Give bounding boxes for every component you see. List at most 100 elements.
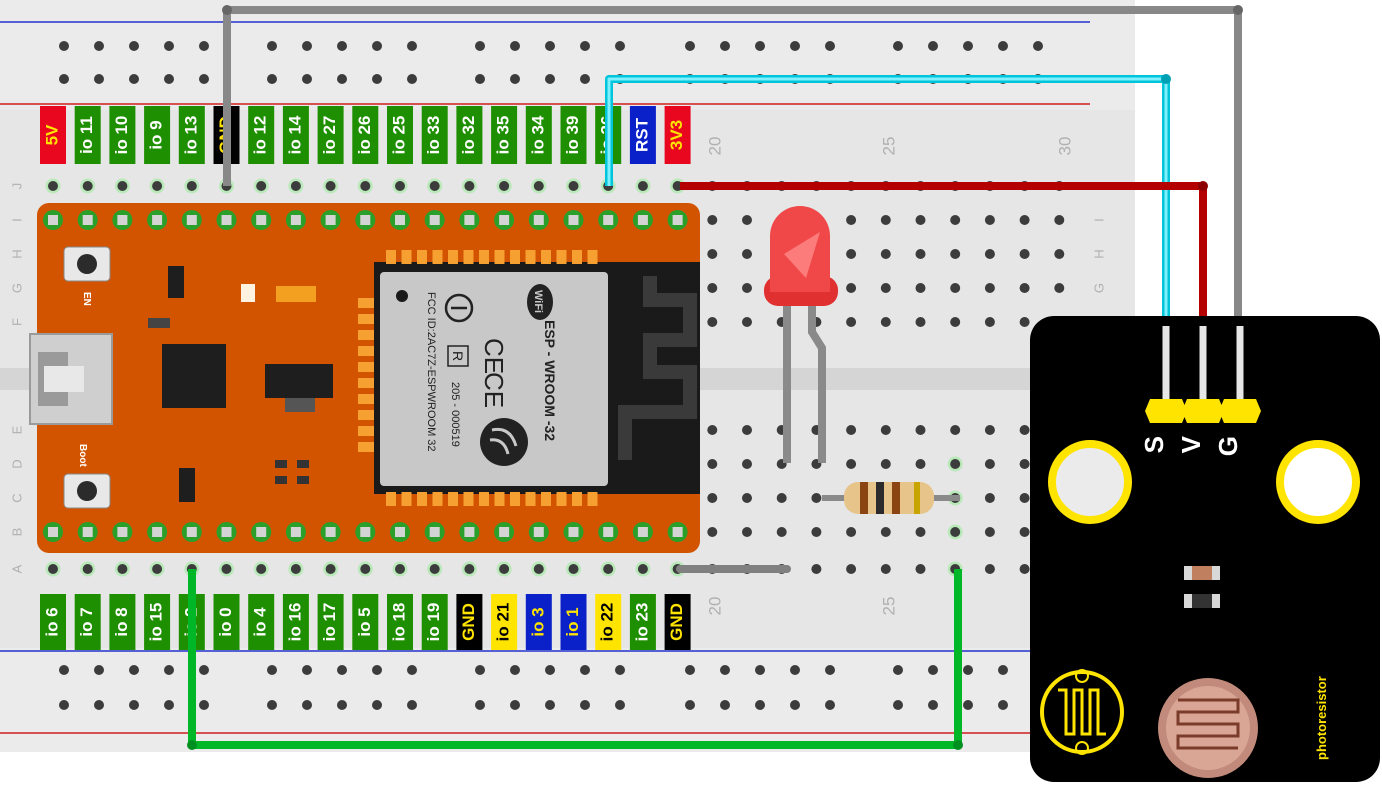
breadboard-hole bbox=[1019, 564, 1030, 574]
breadboard-hole bbox=[880, 317, 891, 327]
header-pin-core bbox=[117, 215, 128, 225]
breadboard-hole bbox=[325, 564, 336, 574]
breadboard-bottom-rail bbox=[0, 648, 1135, 752]
rail-hole bbox=[720, 665, 730, 675]
rail-hole bbox=[545, 700, 555, 710]
pin-label: io 4 bbox=[251, 607, 270, 637]
smd-component-3 bbox=[297, 460, 309, 468]
breadboard-hole bbox=[707, 459, 718, 469]
fcc-logo bbox=[444, 293, 474, 323]
wifi-logo-badge bbox=[527, 284, 553, 320]
en-button[interactable] bbox=[63, 246, 111, 282]
pin-label: io 10 bbox=[112, 116, 131, 155]
wroom-module-pads bbox=[358, 250, 598, 506]
breadboard-hole bbox=[915, 425, 926, 435]
rail-hole bbox=[199, 700, 209, 710]
rail-hole bbox=[790, 41, 800, 51]
breadboard-hole bbox=[117, 564, 128, 574]
rail-hole bbox=[475, 74, 485, 84]
row-letter: J bbox=[9, 183, 24, 190]
smd-resistor-black-end-r bbox=[1212, 594, 1220, 608]
rail-hole bbox=[580, 665, 590, 675]
breadboard-hole bbox=[880, 249, 891, 259]
ldr-component-trace bbox=[1176, 698, 1240, 750]
ldr-silkscreen-zigzag bbox=[1058, 688, 1106, 736]
rail-hole bbox=[580, 700, 590, 710]
regulator-tab bbox=[285, 398, 315, 412]
wire-end-red-corner bbox=[1198, 181, 1208, 191]
wire-gnd-green[interactable] bbox=[188, 569, 962, 749]
rail-hole bbox=[372, 665, 382, 675]
pin-label: io 23 bbox=[632, 603, 651, 642]
sensor-name-label: photoresistor bbox=[1314, 676, 1329, 760]
module-pad bbox=[448, 250, 458, 264]
ldr-silkscreen-ring bbox=[1040, 670, 1124, 754]
row-letter: I bbox=[9, 218, 24, 222]
rail-hole bbox=[963, 665, 973, 675]
rail-hole bbox=[337, 700, 347, 710]
pin-label: io 16 bbox=[285, 603, 304, 642]
wire-end-green-right bbox=[953, 740, 963, 750]
rail-hole bbox=[407, 41, 417, 51]
wire-gnd-gray[interactable] bbox=[223, 6, 1242, 326]
breadboard-hole bbox=[742, 459, 752, 469]
breadboard-hole bbox=[984, 215, 995, 225]
header-pin-core bbox=[48, 527, 58, 537]
rail-hole bbox=[475, 665, 485, 675]
wroom-antenna-trace bbox=[618, 276, 697, 460]
rail-hole bbox=[1033, 41, 1043, 51]
breadboard-hole bbox=[395, 564, 405, 574]
breadboard-hole bbox=[186, 181, 197, 191]
header-pin-core bbox=[360, 527, 371, 537]
rail-hole bbox=[59, 41, 69, 51]
breadboard-hole bbox=[915, 249, 926, 259]
module-pad bbox=[417, 492, 427, 506]
header-pin-core bbox=[186, 527, 197, 537]
breadboard-hole bbox=[1019, 493, 1030, 503]
row-letter: F bbox=[9, 318, 24, 326]
breadboard-hole bbox=[637, 181, 648, 191]
pin-label: 3V3 bbox=[667, 120, 686, 150]
rail-hole bbox=[199, 665, 209, 675]
sensor-pin-g-pad[interactable] bbox=[1219, 399, 1261, 423]
pin-label-bg bbox=[595, 594, 622, 650]
sensor-pin-s-pad[interactable] bbox=[1145, 399, 1187, 423]
breadboard-hole bbox=[290, 181, 301, 191]
rail-hole bbox=[94, 41, 104, 51]
breadboard-holes bbox=[45, 41, 1065, 710]
resistor bbox=[822, 482, 960, 514]
pin-label: io 18 bbox=[389, 603, 408, 642]
wire-end-gray-top bbox=[222, 5, 232, 15]
row-letter: G bbox=[9, 283, 24, 293]
breadboard-hole bbox=[1019, 249, 1030, 259]
pin-label-bg bbox=[629, 106, 656, 164]
breadboard-hole bbox=[256, 181, 267, 191]
header-pin-core bbox=[603, 527, 614, 537]
pin-label-bg bbox=[248, 106, 275, 164]
pin-label: io 21 bbox=[494, 603, 513, 642]
boot-button[interactable] bbox=[63, 473, 111, 509]
breadboard-hole bbox=[880, 459, 891, 469]
breadboard-hole bbox=[707, 493, 718, 503]
esp32-header-pins bbox=[43, 210, 688, 542]
module-pad bbox=[358, 330, 374, 340]
resistor-body bbox=[844, 482, 934, 514]
breadboard-hole bbox=[984, 283, 995, 293]
rail-hole bbox=[164, 665, 174, 675]
breadboard-hole bbox=[846, 459, 857, 469]
breadboard-hole bbox=[880, 215, 891, 225]
header-pin-core bbox=[637, 215, 648, 225]
sensor-pin-v-pad[interactable] bbox=[1182, 399, 1224, 423]
pin-label-bg bbox=[213, 594, 240, 650]
pin-label: io 19 bbox=[424, 603, 443, 642]
breadboard-hole bbox=[846, 215, 857, 225]
ce-mark-1: CE bbox=[479, 338, 509, 374]
module-pad bbox=[417, 250, 427, 264]
header-pin-core bbox=[395, 527, 405, 537]
pin-label-bg bbox=[317, 594, 344, 650]
breadboard-hole bbox=[1019, 317, 1030, 327]
breadboard-hole bbox=[707, 249, 718, 259]
red-led bbox=[764, 206, 838, 463]
rail-hole bbox=[580, 74, 590, 84]
pin-label: io 5 bbox=[355, 607, 374, 636]
